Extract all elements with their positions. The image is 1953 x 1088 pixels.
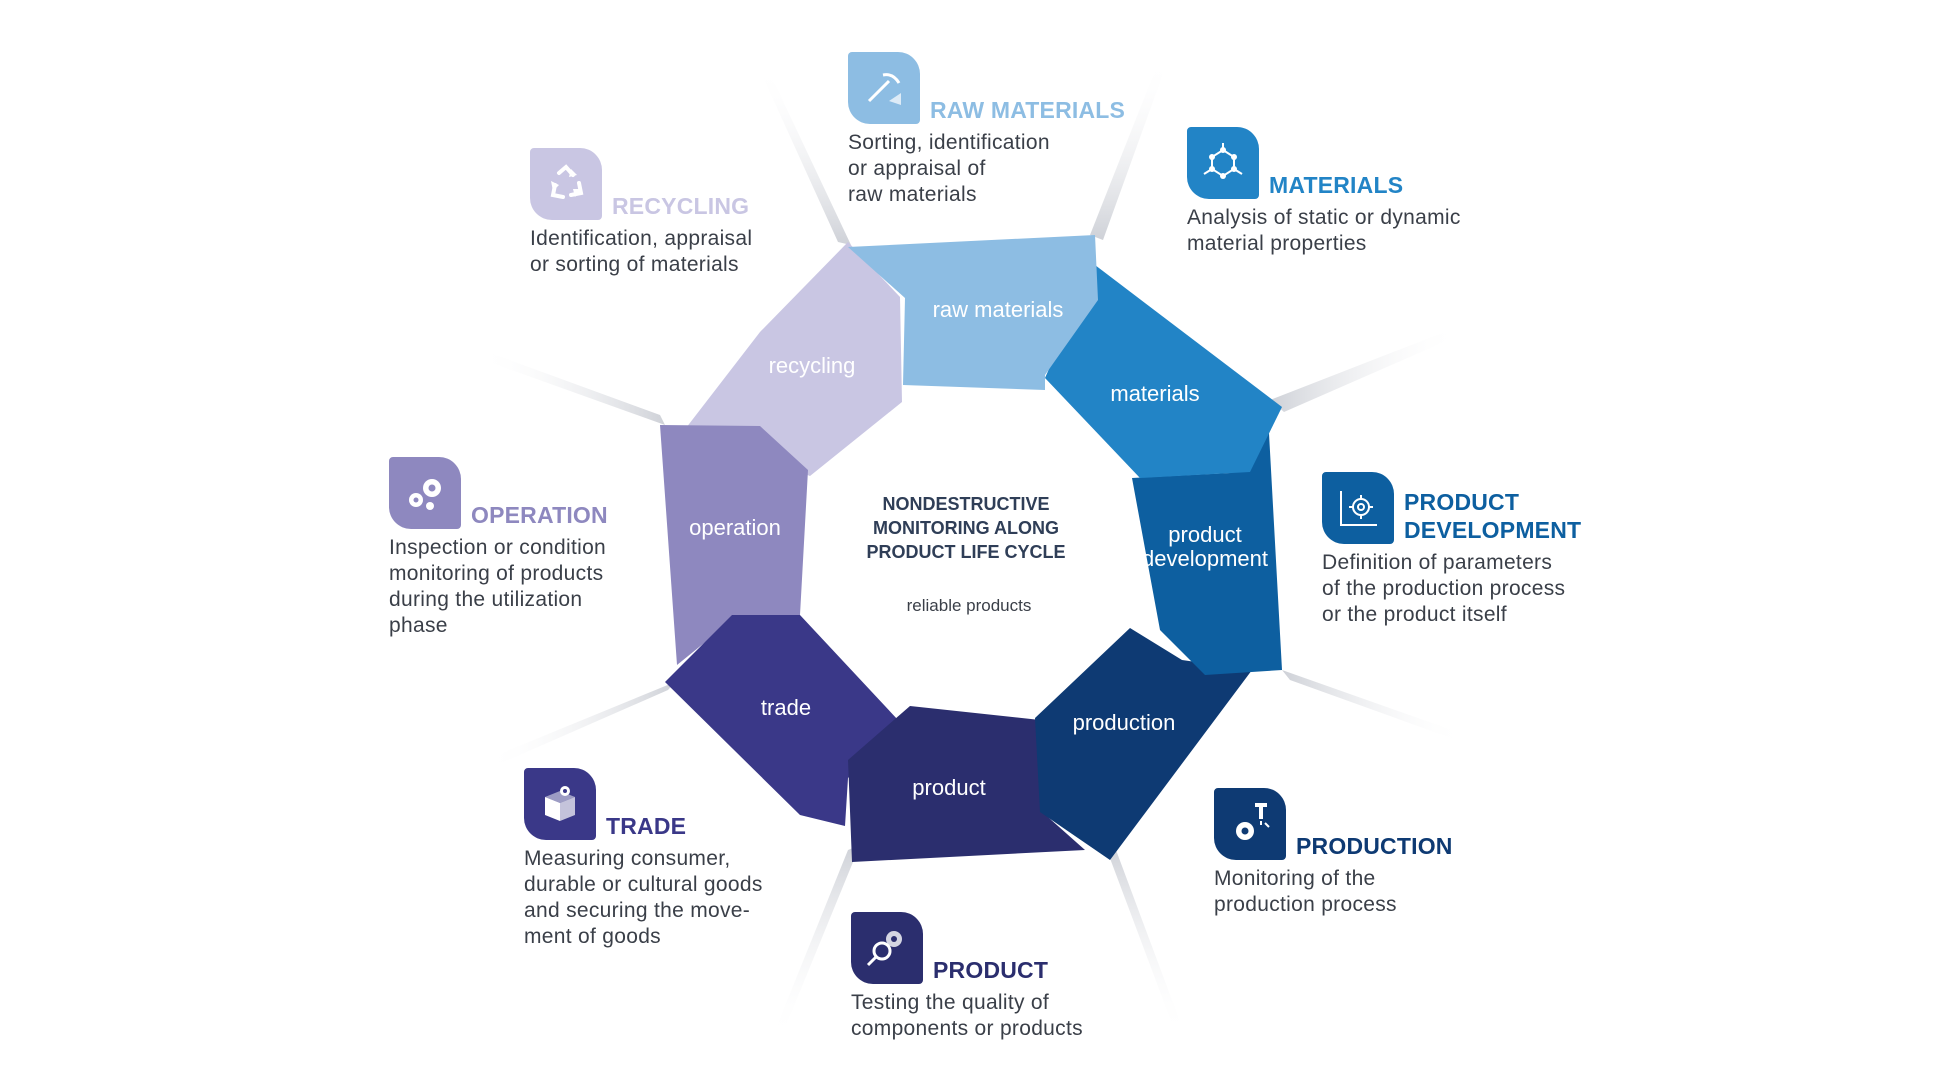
production-title: PRODUCTION bbox=[1296, 833, 1453, 859]
segment-product[interactable] bbox=[848, 706, 1085, 862]
block-trade: TRADE Measuring consumer, durable or cul… bbox=[524, 768, 763, 950]
ray-left-lower bbox=[485, 682, 675, 768]
box-gear-icon bbox=[524, 768, 596, 840]
center-text: NONDESTRUCTIVE MONITORING ALONG PRODUCT … bbox=[866, 494, 1065, 615]
recycling-description: Identification, appraisal or sorting of … bbox=[530, 227, 753, 276]
magnifier-gear-icon bbox=[851, 912, 923, 984]
label-operation: operation bbox=[689, 515, 781, 540]
product-development-title: PRODUCT DEVELOPMENT bbox=[1404, 489, 1582, 543]
label-product-development-line-2: development bbox=[1142, 546, 1268, 571]
ray-left-upper bbox=[478, 350, 665, 425]
operation-title: OPERATION bbox=[471, 502, 608, 528]
label-raw-materials: raw materials bbox=[933, 297, 1064, 322]
block-materials: MATERIALS Analysis of static or dynamic … bbox=[1187, 127, 1461, 257]
block-product: PRODUCT Testing the quality of component… bbox=[851, 912, 1083, 1042]
segment-raw-materials[interactable] bbox=[848, 235, 1098, 390]
segment-trade[interactable] bbox=[665, 615, 898, 826]
production-description: Monitoring of the production process bbox=[1214, 867, 1397, 916]
recycling-title: RECYCLING bbox=[612, 193, 750, 219]
center-title-line-3: PRODUCT LIFE CYCLE bbox=[866, 542, 1065, 562]
ray-top-left bbox=[758, 65, 851, 245]
label-trade-line-1: trade bbox=[761, 695, 811, 720]
block-production: PRODUCTION Monitoring of the production … bbox=[1214, 788, 1453, 918]
materials-title: MATERIALS bbox=[1269, 172, 1404, 198]
label-recycling: recycling bbox=[769, 353, 856, 378]
ray-bottom-right bbox=[1105, 845, 1185, 1037]
molecule-icon bbox=[1187, 127, 1259, 199]
product-description: Testing the quality of components or pro… bbox=[851, 991, 1083, 1040]
label-product-line-1: product bbox=[912, 775, 985, 800]
raw-materials-title: RAW MATERIALS bbox=[930, 97, 1126, 123]
center-title-line-2: MONITORING ALONG bbox=[873, 518, 1059, 538]
label-production: production bbox=[1073, 710, 1176, 735]
block-recycling: RECYCLING Identification, appraisal or s… bbox=[530, 148, 752, 278]
product-development-description: Definition of parameters of the producti… bbox=[1322, 551, 1566, 626]
ray-right-lower bbox=[1282, 670, 1466, 742]
gears-icon bbox=[389, 457, 461, 529]
block-operation: OPERATION Inspection or condition monito… bbox=[389, 457, 608, 639]
gear-chart-icon bbox=[1322, 472, 1394, 544]
product-title: PRODUCT bbox=[933, 957, 1049, 983]
ray-bottom-left bbox=[772, 845, 860, 1040]
ring-segments bbox=[660, 235, 1282, 862]
segment-recycling[interactable] bbox=[686, 242, 902, 476]
center-subtitle: reliable products bbox=[907, 596, 1032, 615]
label-product-development-line-1: product bbox=[1168, 522, 1241, 547]
label-trade: trade bbox=[761, 695, 811, 720]
raw-materials-description: Sorting, identification or appraisal of … bbox=[848, 131, 1050, 206]
label-production-line-1: production bbox=[1073, 710, 1176, 735]
label-product: product bbox=[912, 775, 985, 800]
label-materials: materials bbox=[1110, 381, 1199, 406]
segment-product-development[interactable] bbox=[1132, 415, 1282, 675]
materials-description: Analysis of static or dynamic material p… bbox=[1187, 206, 1461, 255]
label-materials-line-1: materials bbox=[1110, 381, 1199, 406]
recycle-icon bbox=[530, 148, 602, 220]
center-title-line-1: NONDESTRUCTIVE bbox=[882, 494, 1049, 514]
label-operation-line-1: operation bbox=[689, 515, 781, 540]
segment-operation[interactable] bbox=[660, 425, 808, 665]
block-product-development: PRODUCT DEVELOPMENT Definition of parame… bbox=[1322, 472, 1581, 628]
separator-rays bbox=[478, 58, 1466, 1040]
label-raw-materials-line-1: raw materials bbox=[933, 297, 1064, 322]
ray-right-upper bbox=[1270, 328, 1460, 412]
trade-title: TRADE bbox=[606, 813, 687, 839]
segment-production[interactable] bbox=[1035, 628, 1252, 860]
pickaxe-icon bbox=[848, 52, 920, 124]
block-raw-materials: RAW MATERIALS Sorting, identification or… bbox=[848, 52, 1125, 208]
label-recycling-line-1: recycling bbox=[769, 353, 856, 378]
machine-gear-icon bbox=[1214, 788, 1286, 860]
trade-description: Measuring consumer, durable or cultural … bbox=[524, 847, 763, 948]
operation-description: Inspection or condition monitoring of pr… bbox=[389, 536, 607, 637]
segment-materials[interactable] bbox=[1045, 265, 1282, 478]
ray-top-right bbox=[1090, 58, 1168, 240]
